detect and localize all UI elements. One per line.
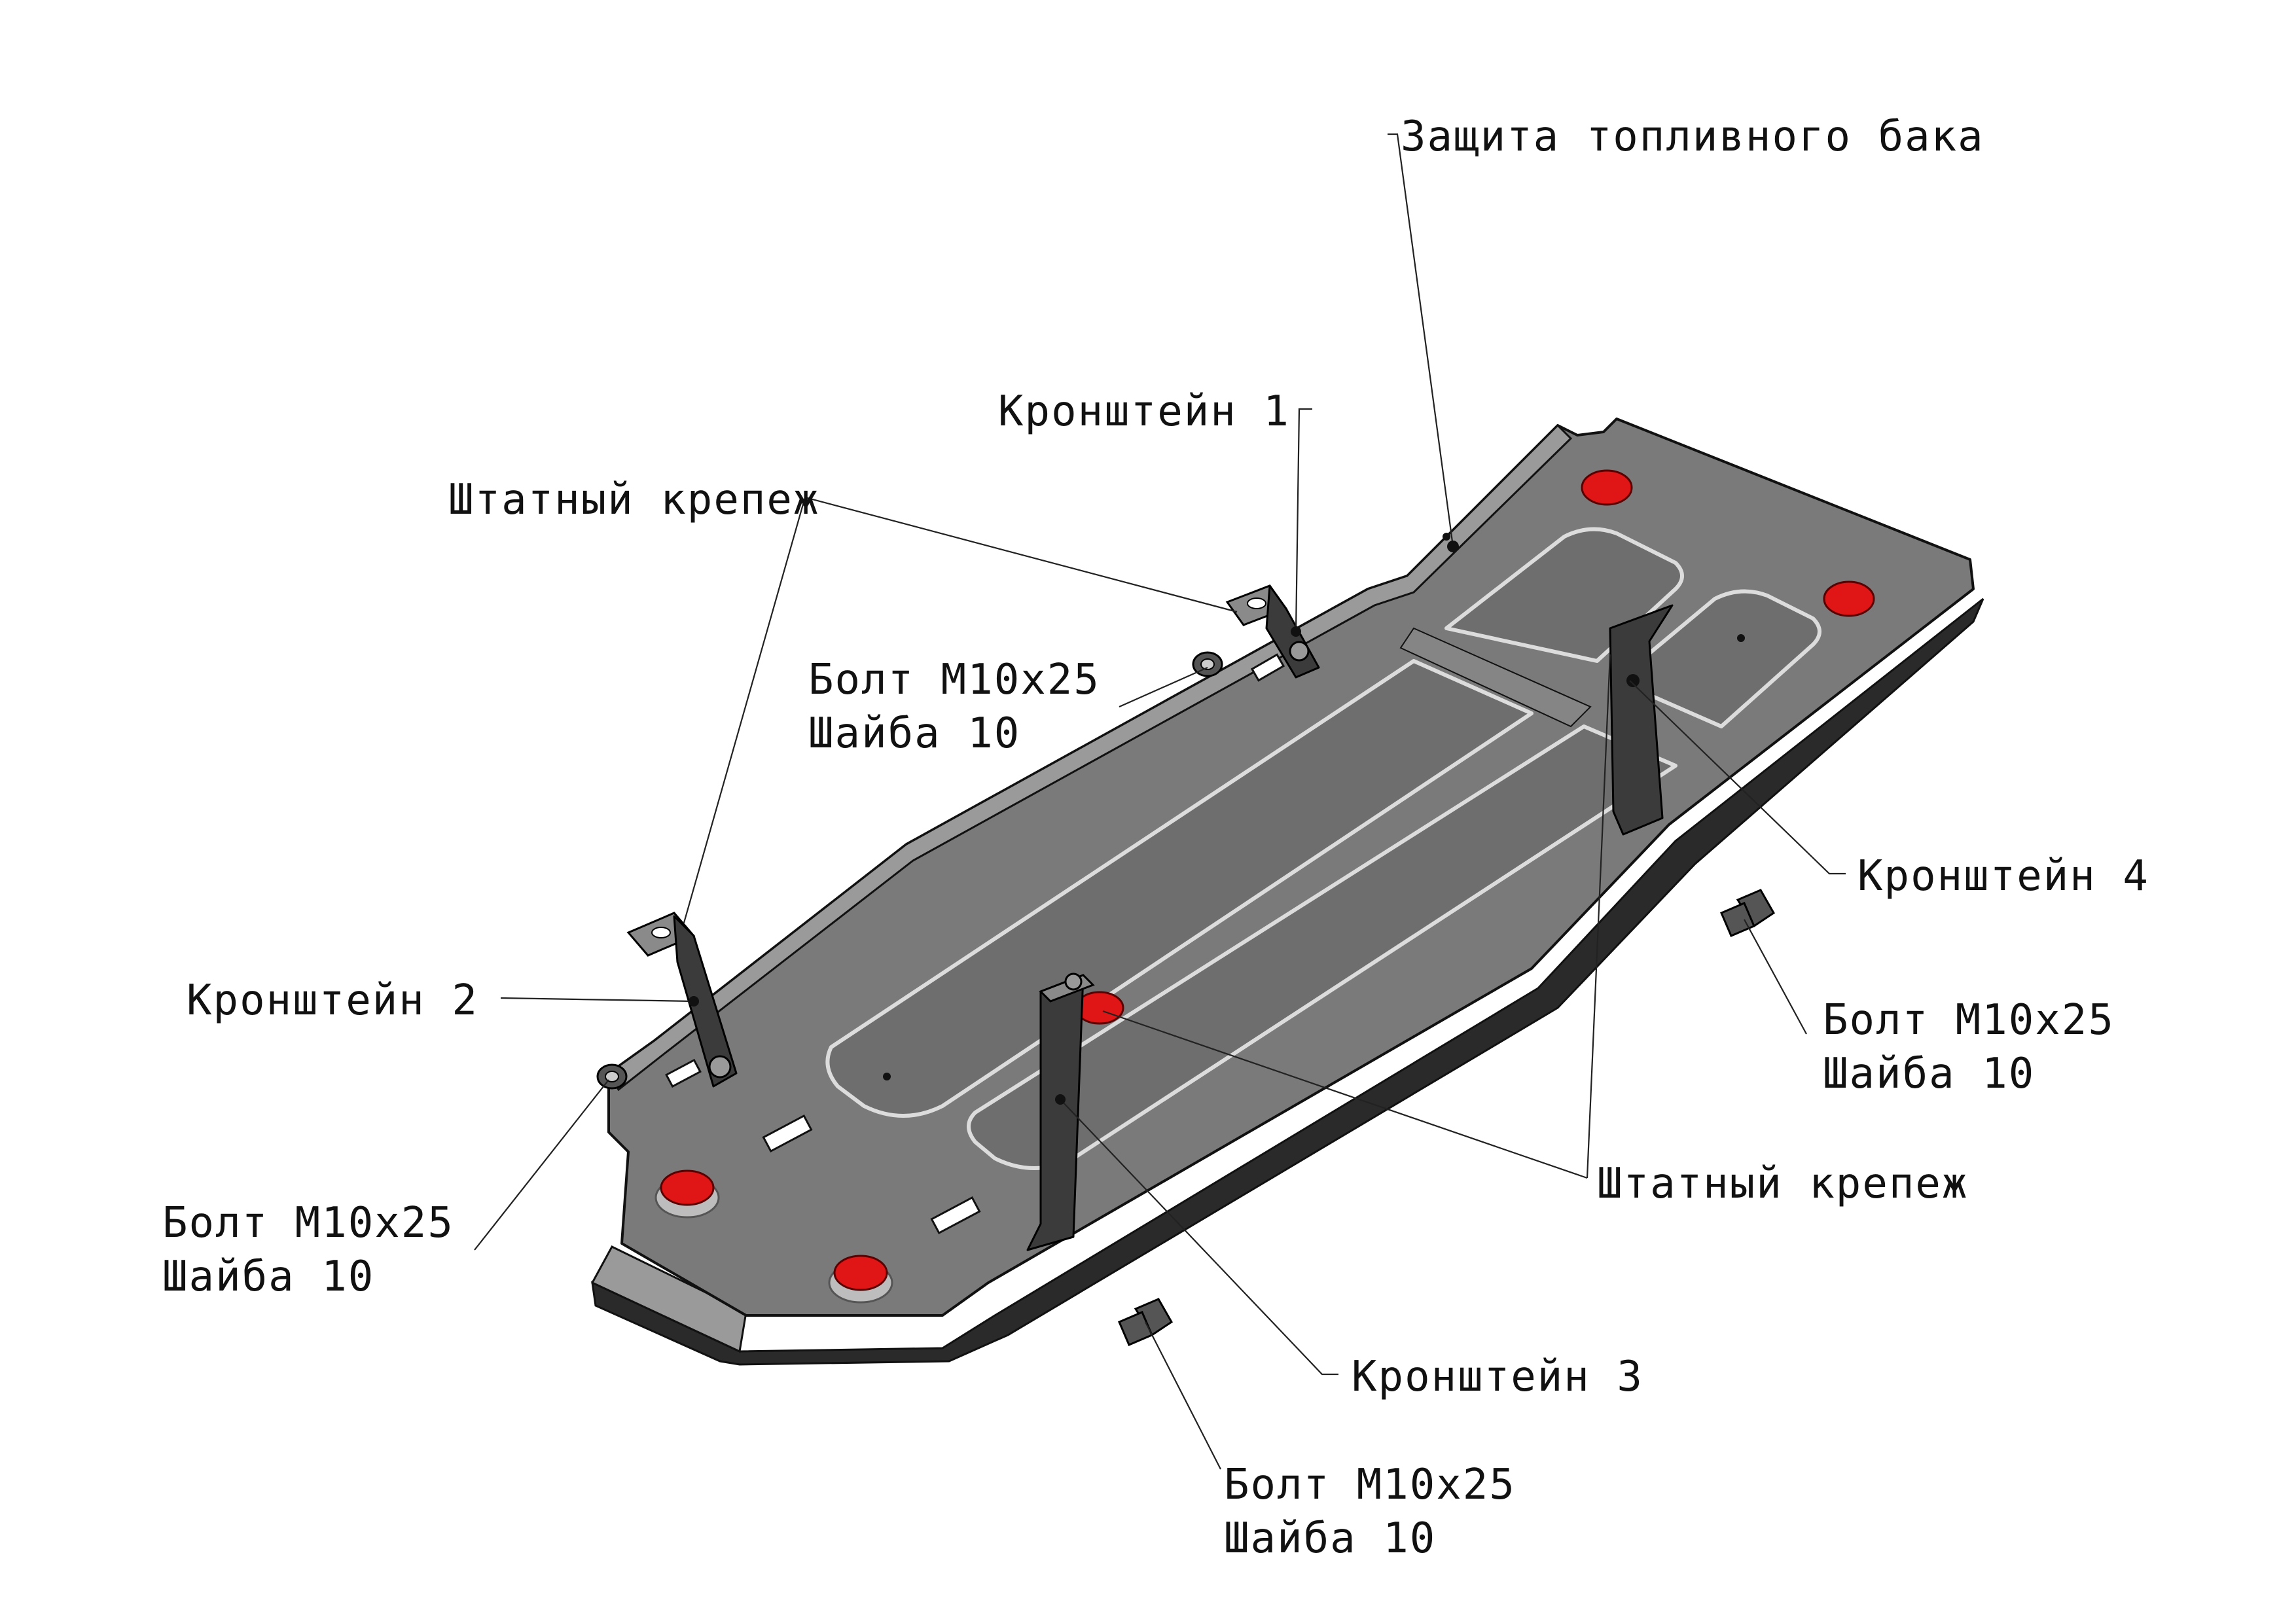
plate-cross-rib xyxy=(1399,627,1592,728)
label-bolt-b-line1: Болт М10х25 xyxy=(162,1199,454,1247)
plate-slot-3 xyxy=(665,1058,702,1088)
label-standard-fastener-top: Штатный крепеж xyxy=(448,476,819,524)
bolt-c-shape xyxy=(1720,889,1775,937)
leader-bolt-b xyxy=(474,1079,609,1251)
bracket-3-shape xyxy=(1026,972,1095,1251)
plate-hole-1 xyxy=(883,1073,891,1080)
leader-bolt-d xyxy=(1145,1321,1221,1470)
bracket-2-shape xyxy=(626,912,738,1088)
red-fastener-5 xyxy=(1823,580,1875,617)
plate-hole-3 xyxy=(1443,533,1450,541)
bracket-4-shape xyxy=(1609,604,1674,836)
recess-rear-right xyxy=(1615,589,1821,728)
red-fastener-2 xyxy=(828,1255,893,1304)
leader-bracket-3 xyxy=(1060,1099,1338,1376)
red-fastener-4 xyxy=(1581,469,1633,506)
label-bolt-c-line2: Шайба 10 xyxy=(1823,1050,2035,1098)
plate-raised-flange xyxy=(607,423,1573,1092)
plate-slot-2 xyxy=(930,1196,981,1235)
label-bracket-4: Кронштейн 4 xyxy=(1857,852,2149,901)
leader-std-top-a xyxy=(804,496,1238,613)
plate-slot-4 xyxy=(1250,653,1285,682)
label-bolt-a-line1: Болт М10х25 xyxy=(808,656,1100,704)
leader-std-bot-b xyxy=(1586,654,1611,1179)
leader-guard xyxy=(1388,133,1454,547)
leader-bracket-2 xyxy=(500,997,694,1003)
plate-side-edge xyxy=(591,597,1984,1366)
guard-plate xyxy=(590,418,1984,1366)
label-bracket-3: Кронштейн 3 xyxy=(1352,1353,1643,1401)
label-bolt-a-line2: Шайба 10 xyxy=(808,709,1020,758)
red-fastener-1 xyxy=(655,1169,720,1219)
label-bracket-1: Кронштейн 1 xyxy=(998,387,1290,436)
leader-bracket-1 xyxy=(1295,408,1312,632)
leader-bracket-4 xyxy=(1629,680,1846,875)
leader-bolt-a xyxy=(1119,666,1208,708)
callout-labels: Защита топливного бака Кронштейн 1 Штатн… xyxy=(162,113,2149,1563)
label-bolt-b-line2: Шайба 10 xyxy=(162,1253,374,1301)
leader-bolt-c xyxy=(1744,919,1807,1035)
plate-hole-2 xyxy=(1737,634,1745,642)
plate-slot-1 xyxy=(762,1114,813,1153)
label-bolt-d-line2: Шайба 10 xyxy=(1224,1514,1436,1563)
leader-std-bot-a xyxy=(1102,1010,1588,1179)
label-bolt-d-line1: Болт М10х25 xyxy=(1224,1461,1516,1509)
label-bracket-2: Кронштейн 2 xyxy=(187,976,478,1025)
label-standard-fastener-bottom: Штатный крепеж xyxy=(1597,1160,1968,1208)
leader-lines xyxy=(474,133,1846,1470)
label-bolt-c-line1: Болт М10х25 xyxy=(1823,996,2115,1044)
standard-fasteners xyxy=(655,469,1875,1304)
recess-long-upper xyxy=(825,659,1534,1118)
label-fuel-tank-guard: Защита топливного бака xyxy=(1401,113,1984,161)
bolt-b-shape xyxy=(596,1063,628,1090)
leader-std-top-b xyxy=(683,497,806,923)
